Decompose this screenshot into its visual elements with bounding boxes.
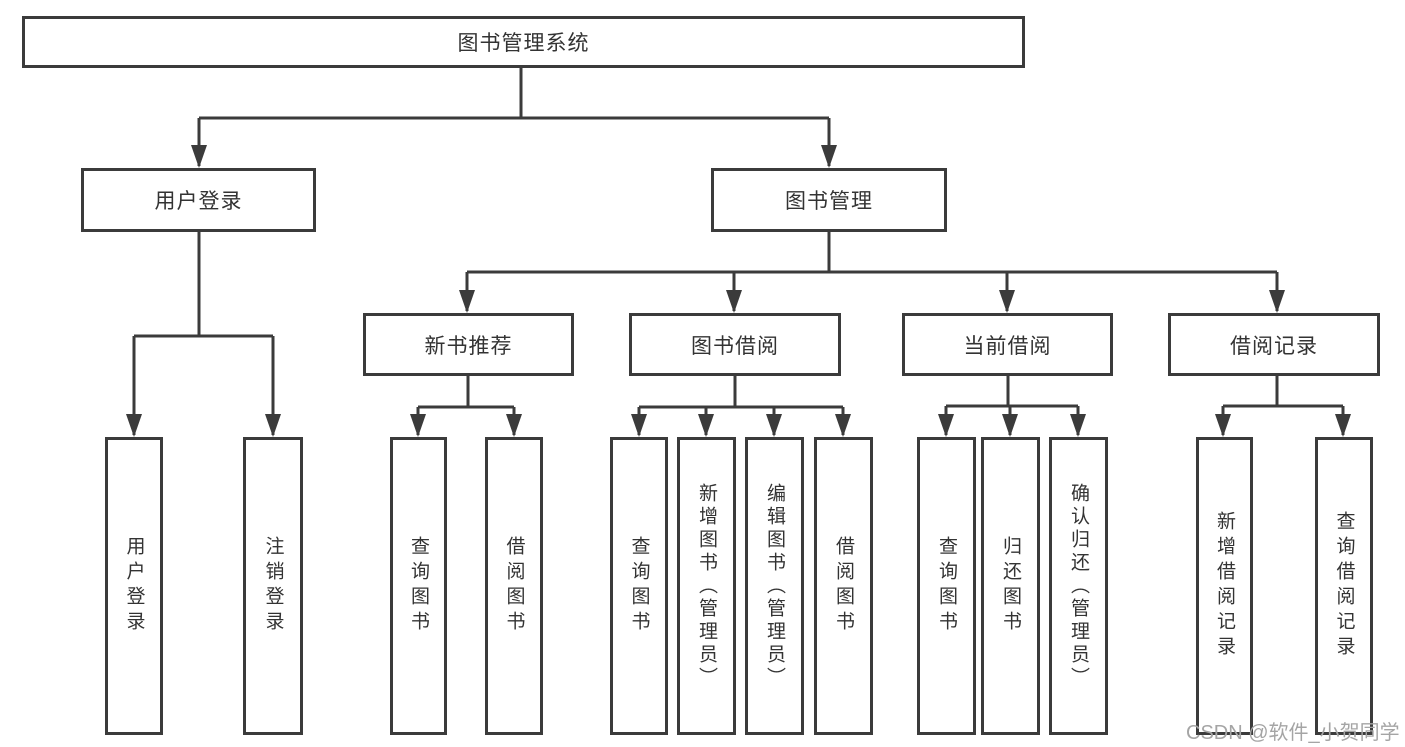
- node-root-library-system: 图书管理系统: [22, 16, 1025, 68]
- node-book-borrow: 图书借阅: [629, 313, 841, 376]
- leaf-br-add-record: 新增借阅记录: [1196, 437, 1253, 735]
- edge-root-to-level2: [197, 68, 831, 166]
- leaf-nbr-query-books: 查询图书: [390, 437, 447, 735]
- leaf-bb-edit-books-admin: 编辑图书（管理员）: [745, 437, 804, 735]
- leaf-bb-query-books: 查询图书: [610, 437, 668, 735]
- leaf-br-query-record: 查询借阅记录: [1315, 437, 1373, 735]
- node-book-management: 图书管理: [711, 168, 947, 232]
- node-current-borrow: 当前借阅: [902, 313, 1113, 376]
- leaf-cb-return-books: 归还图书: [981, 437, 1040, 735]
- edge-new-book-to-leaves: [416, 376, 516, 435]
- leaf-user-login: 用户登录: [105, 437, 163, 735]
- node-user-login: 用户登录: [81, 168, 316, 232]
- edge-book-borrow-to-leaves: [637, 376, 845, 435]
- leaf-cb-confirm-return-admin: 确认归还（管理员）: [1049, 437, 1108, 735]
- node-new-book-recommend: 新书推荐: [363, 313, 574, 376]
- node-borrow-records: 借阅记录: [1168, 313, 1380, 376]
- edge-borrow-records-to-leaves: [1221, 376, 1345, 435]
- leaf-bb-add-books-admin: 新增图书（管理员）: [677, 437, 736, 735]
- edge-user-login-to-leaves: [132, 232, 275, 435]
- edge-book-mgmt-to-level3: [465, 232, 1279, 311]
- arrowheads: [126, 145, 1351, 437]
- csdn-watermark: CSDN @软件_小贺同学: [1186, 722, 1400, 744]
- leaf-nbr-borrow-books: 借阅图书: [485, 437, 543, 735]
- leaf-cb-query-books: 查询图书: [917, 437, 976, 735]
- leaf-logout: 注销登录: [243, 437, 303, 735]
- leaf-bb-borrow-books: 借阅图书: [814, 437, 873, 735]
